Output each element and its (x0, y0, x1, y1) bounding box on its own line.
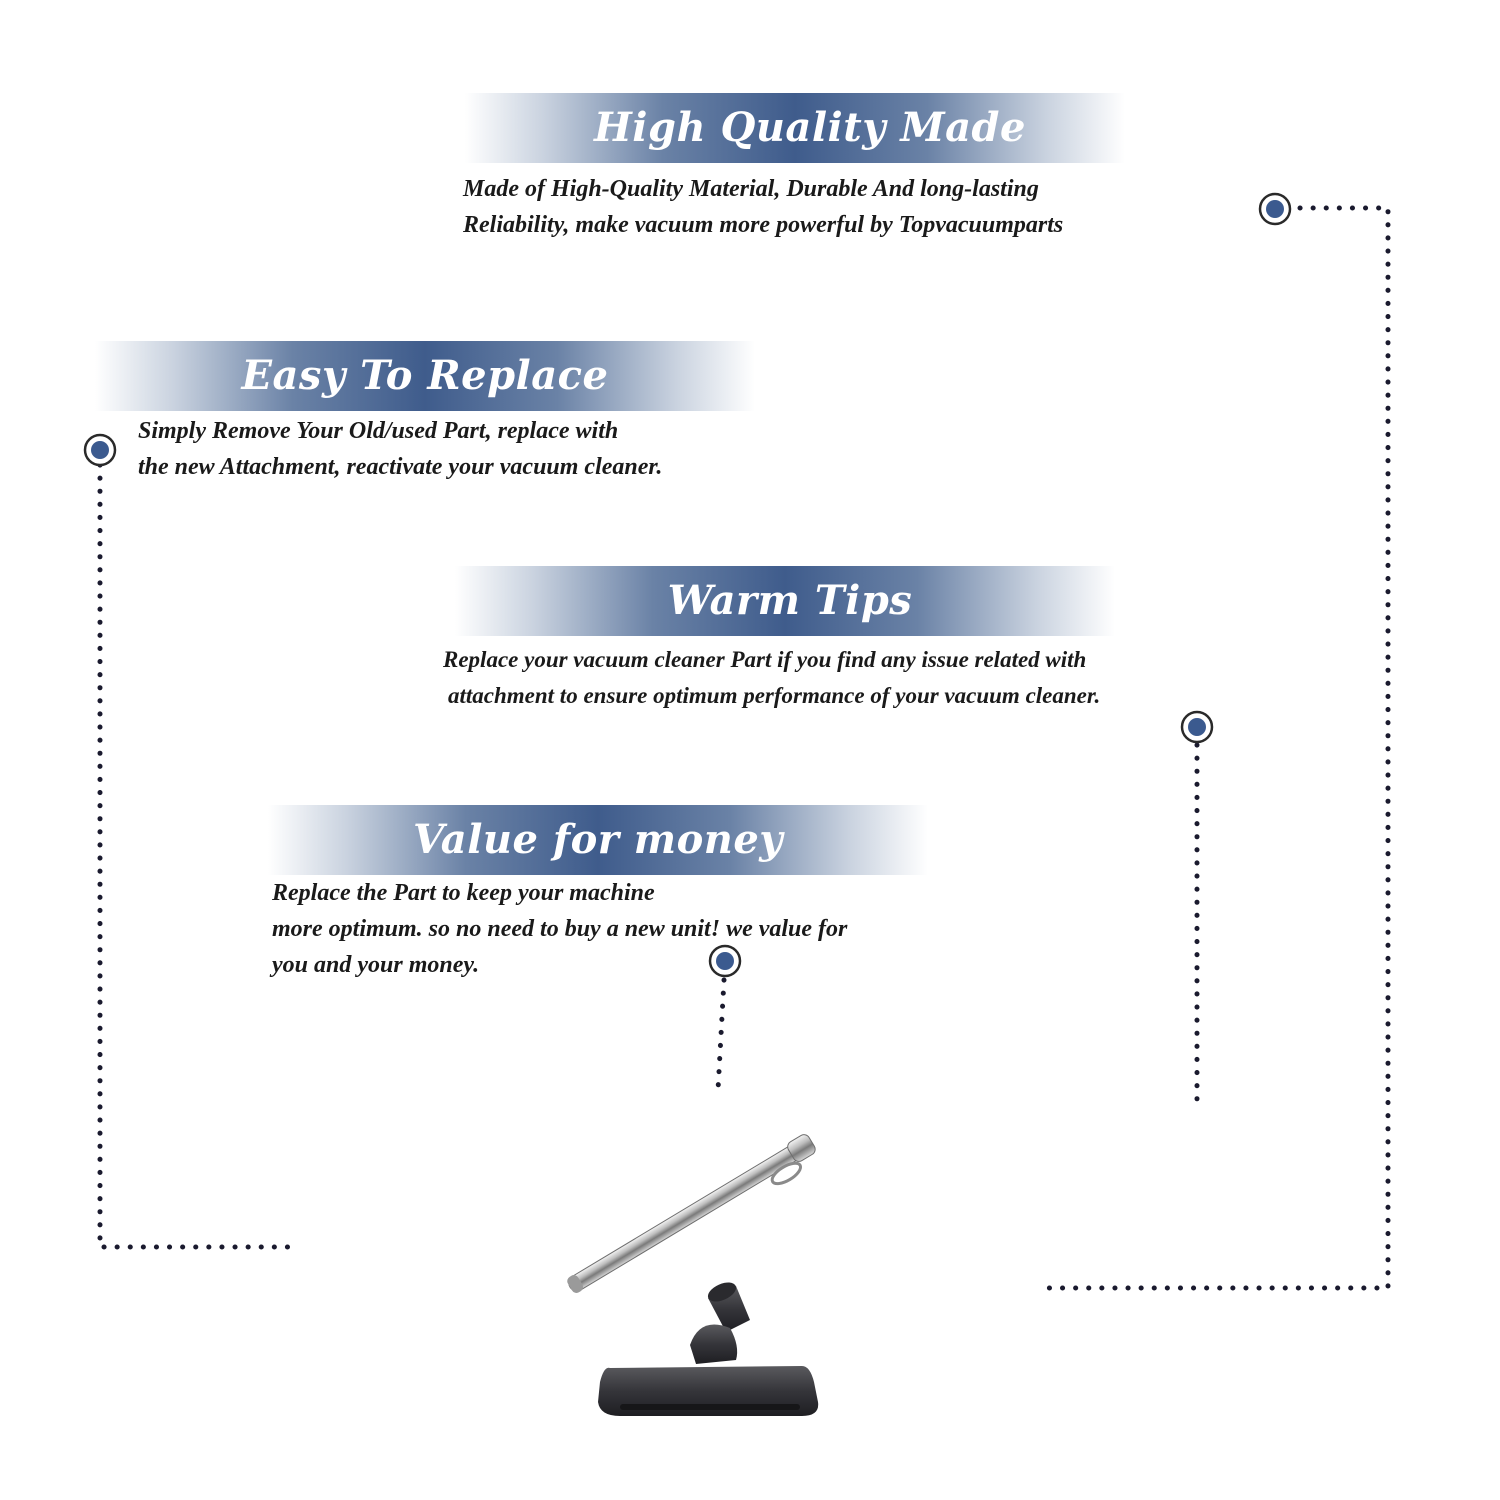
marker-warm-tips (1180, 710, 1214, 744)
desc-line: the new Attachment, reactivate your vacu… (138, 454, 663, 480)
connector-value-money (715, 977, 727, 1093)
banner-warm-tips: Warm Tips (455, 566, 1115, 636)
desc-line: Replace your vacuum cleaner Part if you … (443, 647, 1087, 672)
banner-easy-replace: Easy To Replace (95, 341, 755, 411)
connector-easy-replace (97, 462, 298, 1250)
marker-value-money (708, 944, 742, 978)
desc-line: Made of High-Quality Material, Durable A… (463, 176, 1039, 202)
banner-high-quality: High Quality Made (465, 93, 1125, 163)
desc-line: you and your money. (272, 952, 480, 978)
desc-line: more optimum. so no need to buy a new un… (272, 916, 848, 942)
title-high-quality: High Quality Made (594, 104, 1026, 151)
desc-high-quality: Made of High-Quality Material, Durable A… (463, 171, 1063, 243)
marker-easy-replace (83, 433, 117, 467)
banner-value-money: Value for money (268, 805, 928, 875)
title-warm-tips: Warm Tips (667, 577, 913, 624)
desc-line: Replace the Part to keep your machine (272, 880, 655, 906)
title-value-money: Value for money (412, 816, 784, 863)
marker-high-quality (1258, 192, 1292, 226)
desc-line: attachment to ensure optimum performance… (448, 683, 1101, 708)
desc-line: Reliability, make vacuum more powerful b… (463, 212, 1064, 238)
desc-easy-replace: Simply Remove Your Old/used Part, replac… (138, 413, 662, 485)
floor-brush-icon (598, 1282, 819, 1416)
connector-high-quality (1037, 205, 1391, 1291)
desc-line: Simply Remove Your Old/used Part, replac… (138, 418, 619, 444)
desc-value-money: Replace the Part to keep your machine mo… (272, 875, 847, 983)
product-image (567, 1134, 819, 1416)
title-easy-replace: Easy To Replace (241, 352, 609, 399)
desc-warm-tips: Replace your vacuum cleaner Part if you … (443, 642, 1100, 714)
extension-wand-icon (567, 1134, 816, 1293)
